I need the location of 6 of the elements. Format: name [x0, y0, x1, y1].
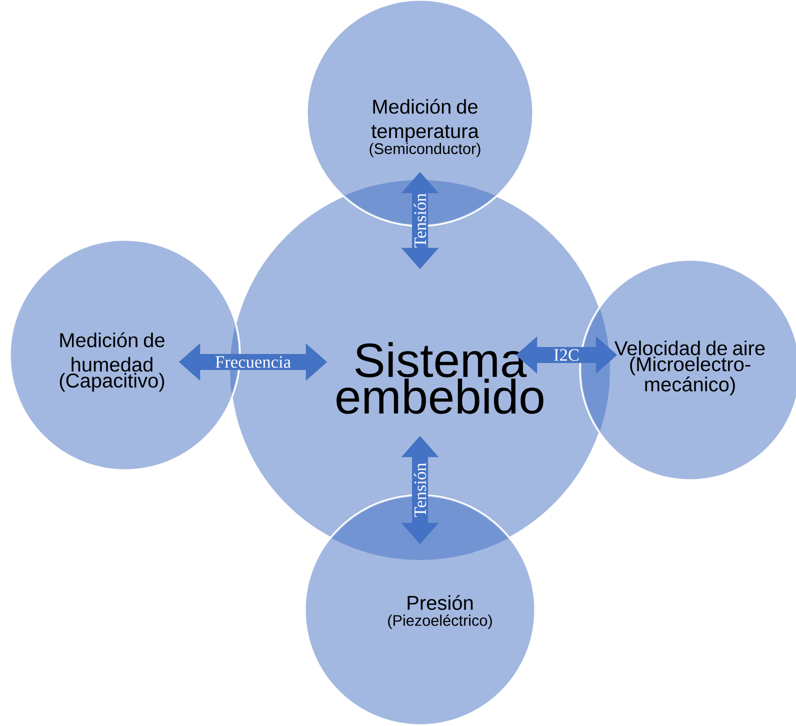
edge-label: I2C — [552, 348, 581, 362]
edge-label: Tensión — [412, 192, 428, 250]
node-label: Velocidad de aire — [614, 340, 765, 356]
node-label: (Piezoeléctrico) — [388, 614, 492, 629]
node-label: Presión — [408, 595, 473, 610]
node-label: (Microelectro-mecánico) — [630, 356, 750, 396]
